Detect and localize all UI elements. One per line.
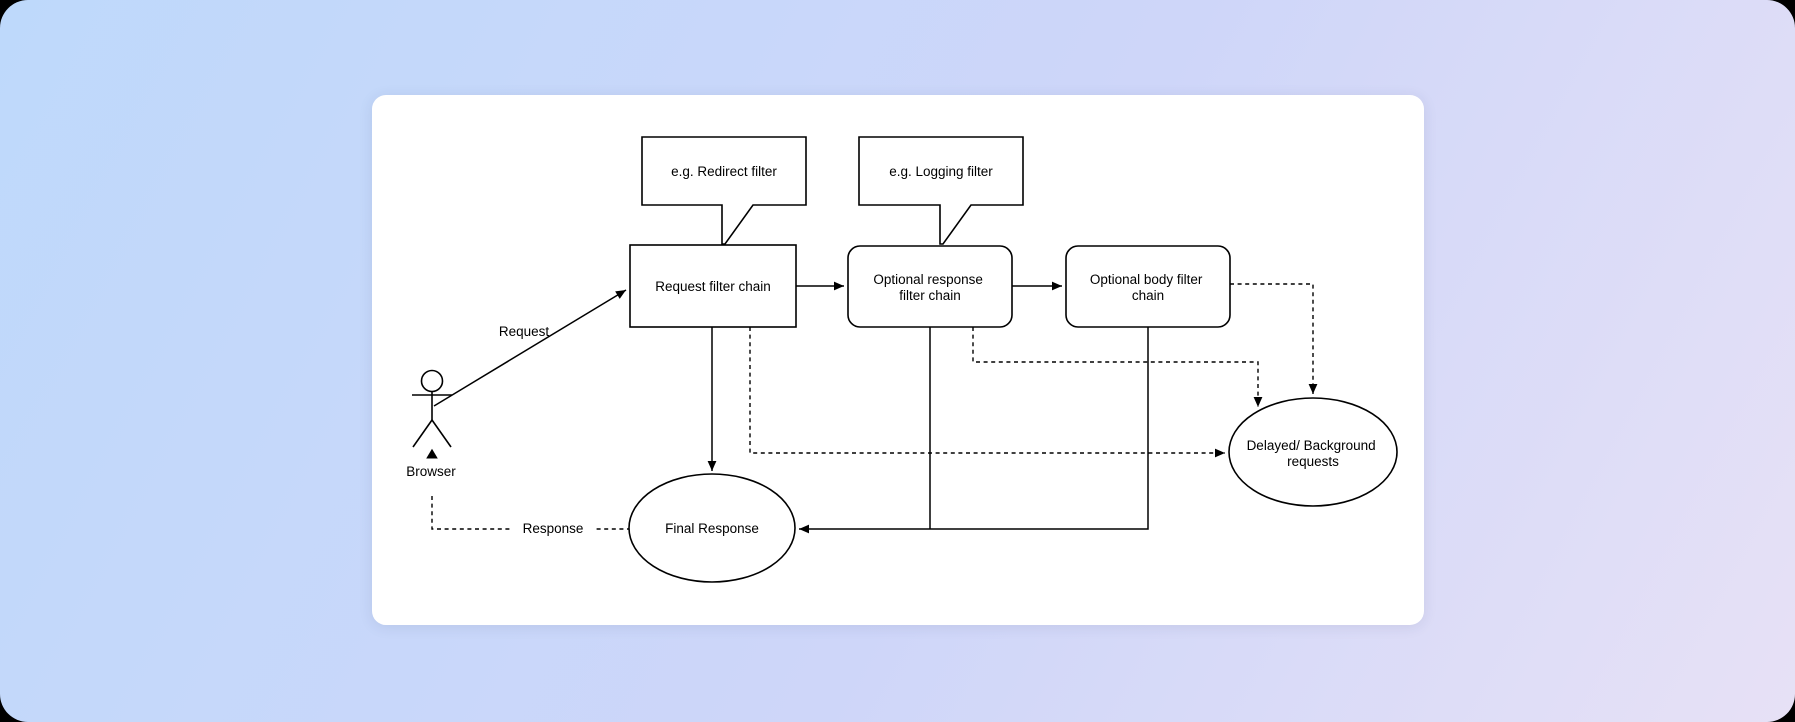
node-delayed-background-requests-label: Delayed/ Background requests — [1247, 438, 1380, 469]
node-final-response-label: Final Response — [665, 521, 759, 536]
callout-redirect-label: e.g. Redirect filter — [671, 164, 777, 179]
actor-browser: Browser — [406, 369, 456, 479]
callout-redirect-filter: e.g. Redirect filter — [641, 136, 807, 245]
edge-body-to-delayed — [1230, 283, 1318, 394]
response-arrowhead-icon — [426, 448, 438, 459]
flow-diagram: e.g. Redirect filter e.g. Logging filter… — [406, 136, 1398, 583]
callout-logging-label: e.g. Logging filter — [889, 164, 993, 179]
edge-final-to-browser: Response — [426, 448, 631, 537]
callout-logging-filter: e.g. Logging filter — [858, 136, 1024, 245]
node-response-filter-chain: Optional response filter chain — [847, 245, 1013, 328]
callout-logging-bubble — [858, 136, 1024, 245]
node-body-filter-chain: Optional body filter chain — [1065, 245, 1231, 328]
actor-head-icon — [420, 369, 444, 393]
node-delayed-background-requests: Delayed/ Background requests — [1228, 397, 1398, 507]
edge-body-to-final — [799, 327, 1149, 534]
node-request-filter-chain-label: Request filter chain — [655, 279, 771, 294]
actor-browser-label: Browser — [406, 464, 456, 479]
edge-response-label: Response — [523, 521, 584, 536]
node-request-filter-chain: Request filter chain — [629, 244, 797, 328]
node-body-filter-chain-label: Optional body filter chain — [1090, 272, 1206, 303]
edge-request-to-delayed — [749, 327, 1225, 458]
edge-response-to-delayed — [972, 327, 1263, 407]
diagram-canvas: e.g. Redirect filter e.g. Logging filter… — [372, 95, 1424, 625]
callout-redirect-bubble — [641, 136, 807, 245]
edge-browser-request: Request — [433, 289, 627, 407]
node-final-response: Final Response — [628, 473, 796, 583]
node-response-filter-chain-label: Optional response filter chain — [873, 272, 986, 303]
edge-request-label: Request — [499, 324, 550, 339]
